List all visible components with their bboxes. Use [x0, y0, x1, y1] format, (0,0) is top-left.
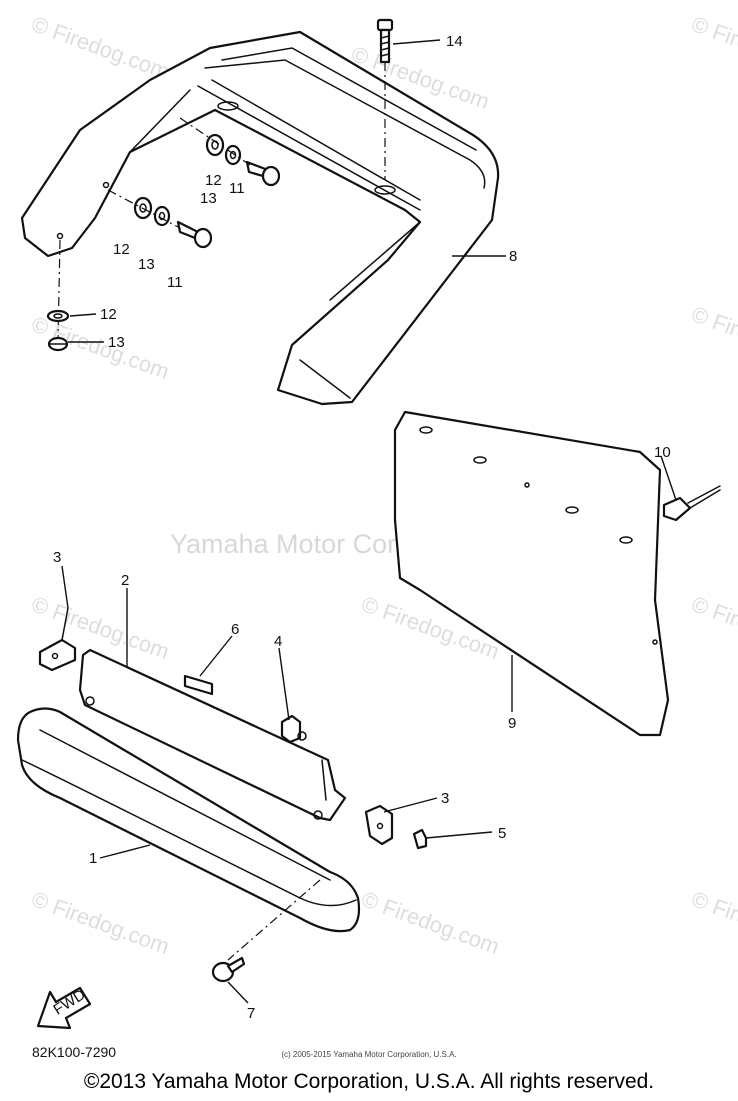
watermark-text: © Firedog.com	[688, 11, 738, 84]
callout-7: 7	[247, 1005, 255, 1022]
callout-12: 12	[113, 241, 130, 258]
watermark-text: © Firedog.com	[688, 886, 738, 959]
footer-copyright: ©2013 Yamaha Motor Corporation, U.S.A. A…	[83, 1070, 655, 1093]
callout-3: 3	[53, 549, 61, 566]
fastener-group-upper	[179, 117, 281, 187]
fastener-group-middle	[107, 189, 213, 249]
part-9-panel	[393, 410, 670, 737]
watermark-text: © Firedog.com	[688, 301, 738, 374]
callout-8: 8	[509, 248, 517, 265]
fwd-arrow-icon: FWD	[36, 986, 92, 1030]
callout-13: 13	[200, 190, 217, 207]
part-6-label	[183, 674, 214, 696]
part-3-bracket-left	[38, 607, 77, 672]
part-5-clip	[412, 828, 428, 850]
callout-13: 13	[138, 256, 155, 273]
callout-12: 12	[205, 172, 222, 189]
watermark-text: © Firedog.com	[28, 886, 172, 959]
callout-12: 12	[100, 306, 117, 323]
callout-14: 14	[446, 33, 463, 50]
callout-numbers: 14 8 12 13 11 12 13 11 12 13 10 3 2 6 4 …	[53, 33, 671, 1022]
part-14-bolt	[376, 18, 394, 180]
watermark-text: © Firedog.com	[358, 886, 502, 959]
part-2-plate	[78, 648, 347, 822]
small-copyright: (c) 2005-2015 Yamaha Motor Corporation, …	[281, 1050, 457, 1059]
part-1-bar	[16, 707, 361, 961]
part-4-nut	[280, 714, 307, 744]
callout-9: 9	[508, 715, 516, 732]
part-3-bracket-right	[364, 804, 394, 846]
callout-2: 2	[121, 572, 129, 589]
callout-5: 5	[498, 825, 506, 842]
diagram-code: 82K100-7290	[32, 1044, 117, 1060]
callout-11: 11	[167, 274, 183, 291]
fastener-group-lower	[46, 239, 70, 352]
watermark-text: © Firedog.com	[28, 11, 172, 84]
part-10-clip	[662, 485, 721, 522]
callout-10: 10	[654, 444, 671, 461]
callout-11: 11	[229, 180, 245, 197]
callout-3: 3	[441, 790, 449, 807]
callout-6: 6	[231, 621, 239, 638]
leader-lines	[61, 39, 677, 1004]
part-7-screw	[211, 956, 246, 983]
watermark-text: © Firedog.com	[688, 591, 738, 664]
callout-13: 13	[108, 334, 125, 351]
callout-4: 4	[274, 633, 282, 650]
callout-1: 1	[89, 850, 97, 867]
